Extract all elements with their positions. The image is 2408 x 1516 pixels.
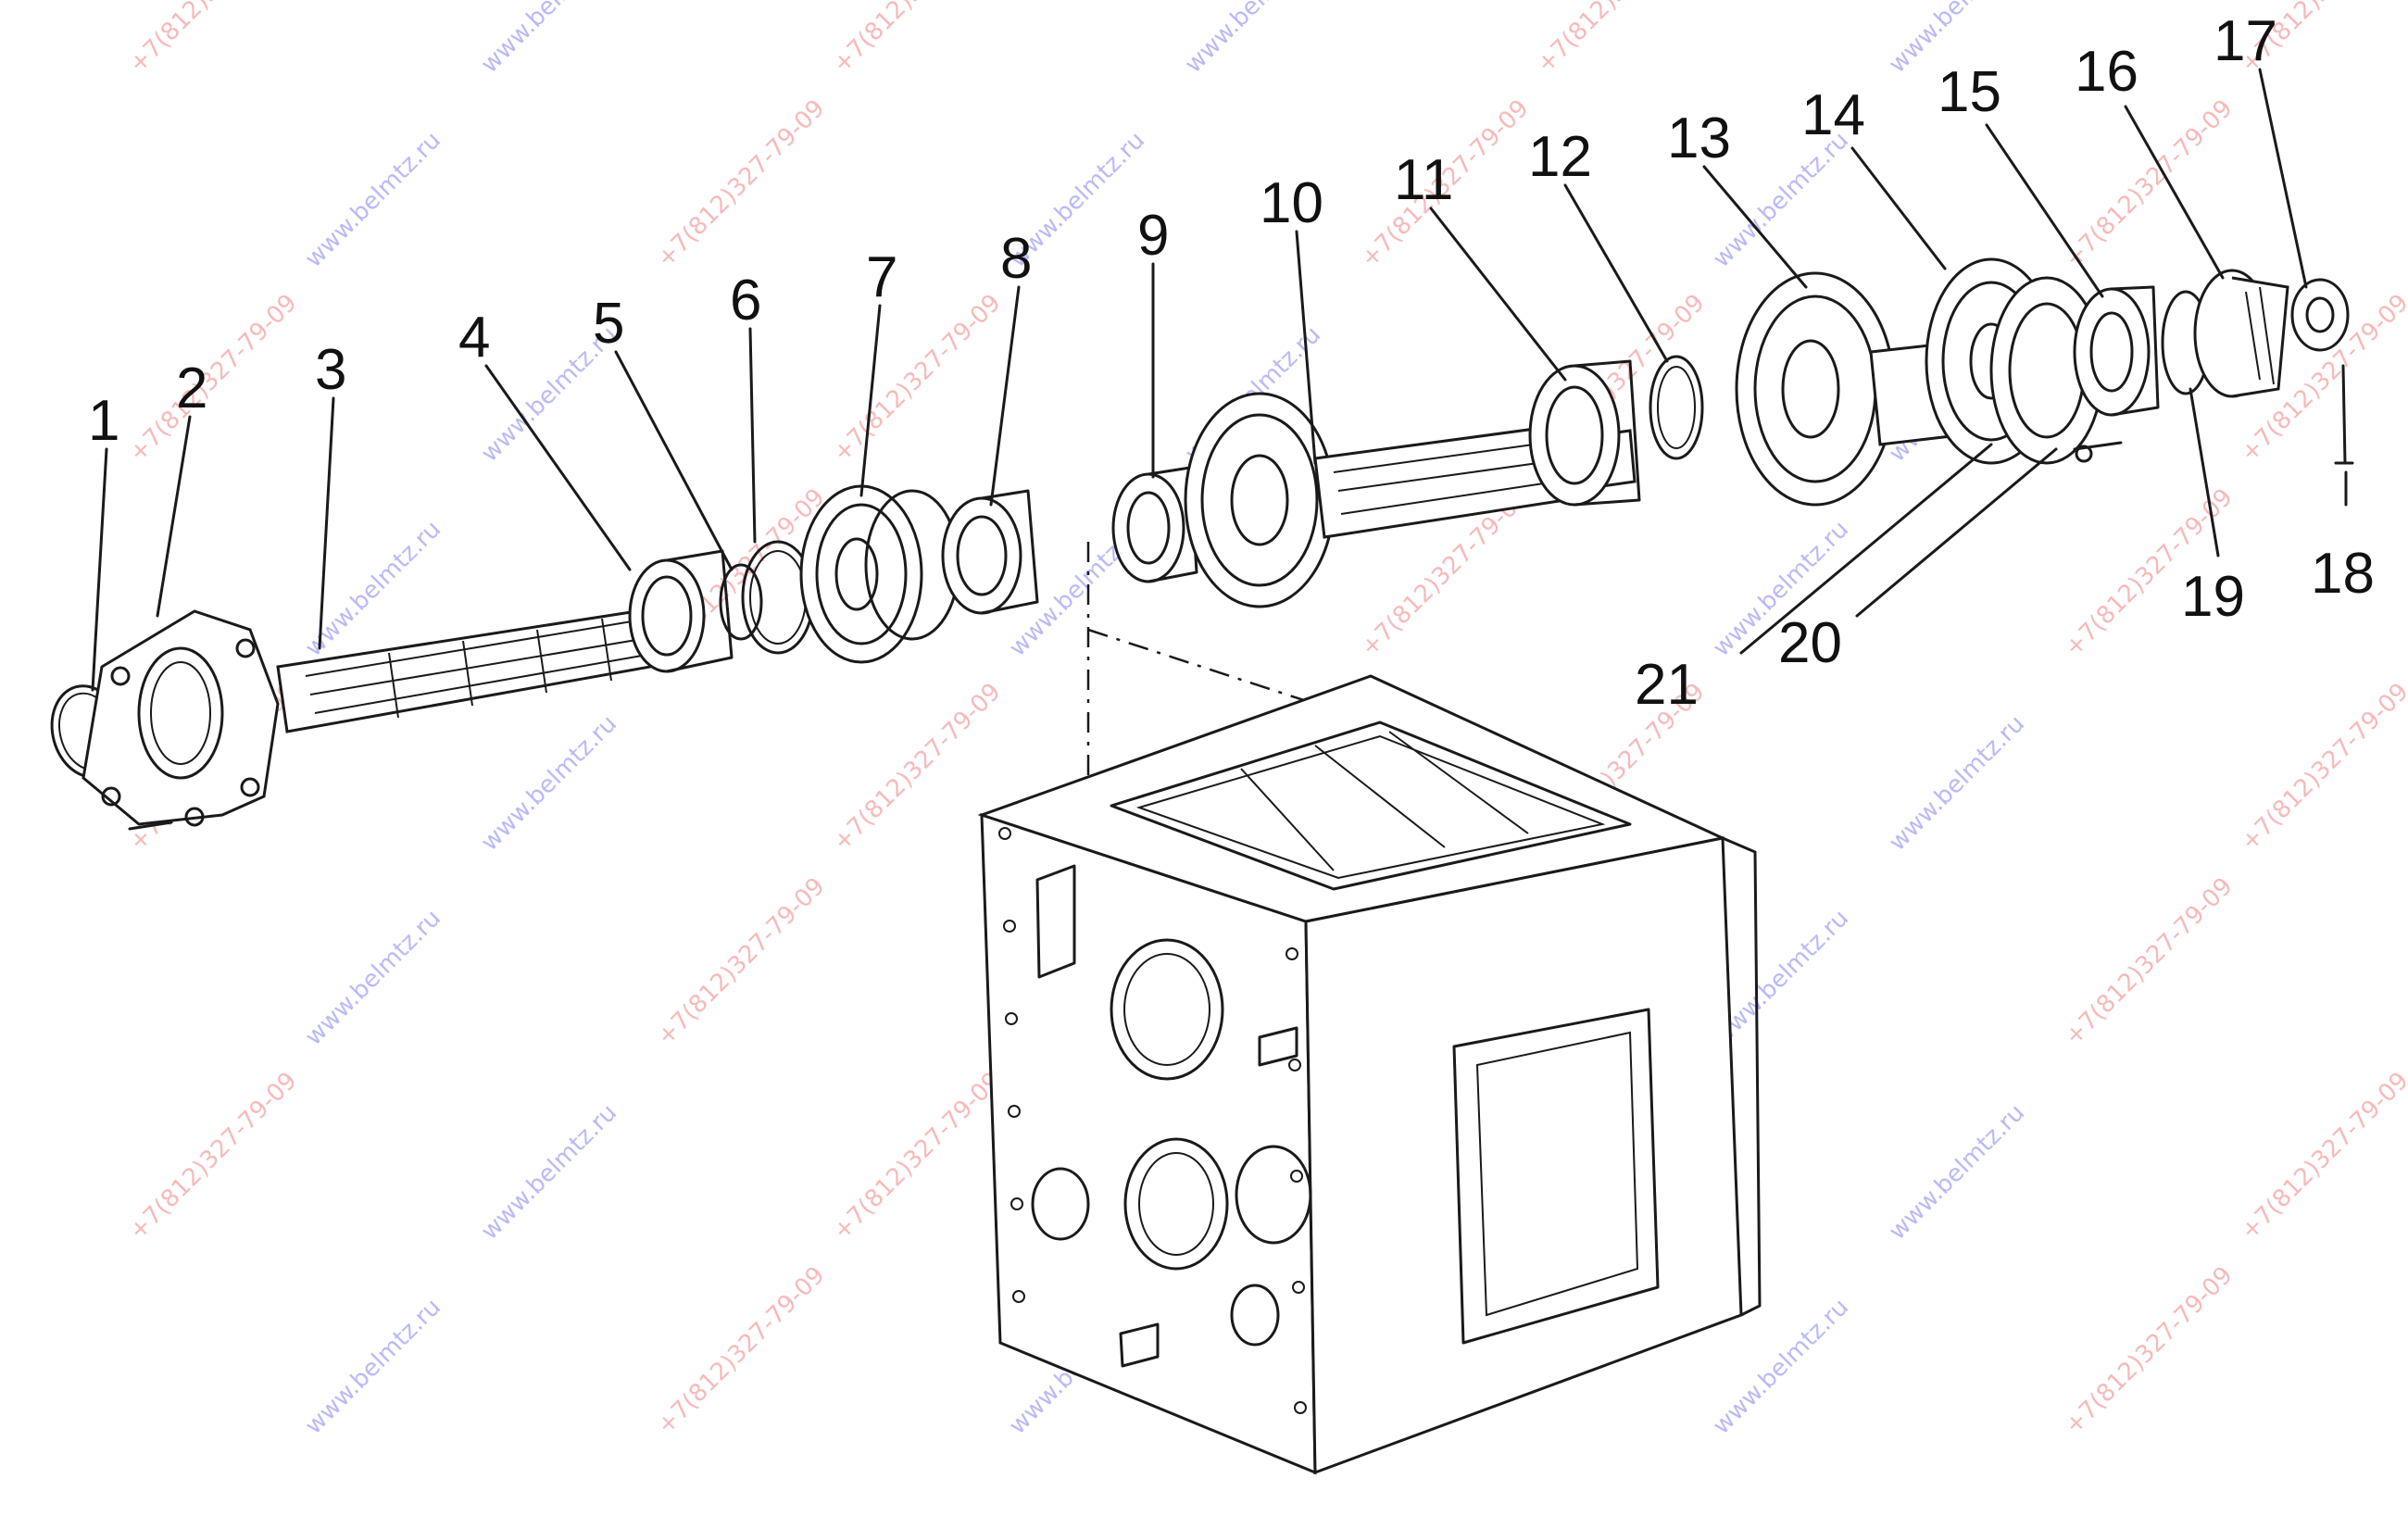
watermark-text: www.belmtz.ru [300,905,446,1051]
callout-8: 8 [1000,227,1032,291]
callout-3: 3 [315,338,346,402]
part-11-bearing [1528,359,1641,507]
watermark-text: +7(812)327-79-09 [124,1067,303,1246]
bolt-holes [998,827,1307,1414]
callout-1: 1 [88,389,119,453]
part-12-ring [1649,355,1704,460]
callout-6: 6 [730,269,761,332]
watermark-text: +7(812)327-79-09 [2060,1261,2239,1440]
part-8-bearing [941,489,1039,615]
watermark-text: +7(812)327-79-09 [652,1261,831,1440]
callout-11: 11 [1394,148,1453,212]
callout-5: 5 [593,292,624,356]
watermark-text: +7(812)327-79-09 [2236,678,2408,857]
watermark-text: +7(812)327-79-09 [2060,94,2239,273]
watermark-text: www.belmtz.ru [300,1294,446,1440]
callout-labels: 1 2 3 4 5 6 7 8 9 10 11 12 13 14 15 16 1… [88,9,2375,717]
part-2-housing [82,609,280,826]
watermark-text: www.belmtz.ru [1884,710,2030,857]
callout-9: 9 [1137,204,1169,268]
callout-2: 2 [176,357,207,420]
callout-10: 10 [1260,171,1323,235]
callout-7: 7 [866,245,897,309]
callout-21: 21 [1635,653,1699,717]
watermark-text: +7(812)327-79-09 [652,872,831,1051]
callout-17: 17 [2214,9,2277,73]
callout-13: 13 [1667,106,1731,170]
watermark-text: +7(812)327-79-09 [2236,1067,2408,1246]
callout-18: 18 [2311,542,2375,606]
callout-20: 20 [1778,611,1842,675]
parts-assembly [50,257,2354,831]
watermark-text: www.belmtz.ru [476,1099,622,1246]
part-7-gear [799,484,960,664]
watermark-text: +7(812)327-79-09 [2060,872,2239,1051]
watermark-text: +7(812)327-79-09 [124,289,303,468]
callout-4: 4 [458,306,490,370]
watermark-text: www.belmtz.ru [1884,1099,2030,1246]
callout-15: 15 [1938,60,2001,124]
callout-14: 14 [1801,83,1865,147]
watermark-text: +7(812)327-79-09 [828,1067,1007,1246]
watermark-text: +7(812)327-79-09 [828,678,1007,857]
leader-lines [91,68,2348,692]
part-5-ring [719,563,763,641]
watermark-text: +7(812)327-79-09 [828,289,1007,468]
bolts-small [128,807,205,831]
part-18-pin [2334,364,2354,465]
watermark-text: www.belmtz.ru [476,0,622,79]
part-13-gear [1735,271,1961,507]
watermark-text: www.belmtz.ru [300,127,446,273]
callout-16: 16 [2075,40,2138,104]
callout-19: 19 [2181,565,2245,629]
part-17-nut [2290,278,2350,352]
gearbox-housing [977,674,1762,1475]
watermark-text: +7(812)327-79-09 [652,94,831,273]
watermark-text: +7(812)327-79-09 [828,0,1007,79]
part-4-bearing [628,549,734,673]
watermark-text: +7(812)327-79-09 [124,0,303,79]
watermark-text: +7(812)327-79-09 [1532,0,1711,79]
watermark-text: www.belmtz.ru [476,710,622,857]
callout-12: 12 [1528,125,1592,189]
watermark-text: www.belmtz.ru [1180,0,1326,79]
part-9-bearing [1111,466,1198,583]
part-15-bearing [2073,285,2160,417]
part-16-pinion [2193,269,2289,398]
